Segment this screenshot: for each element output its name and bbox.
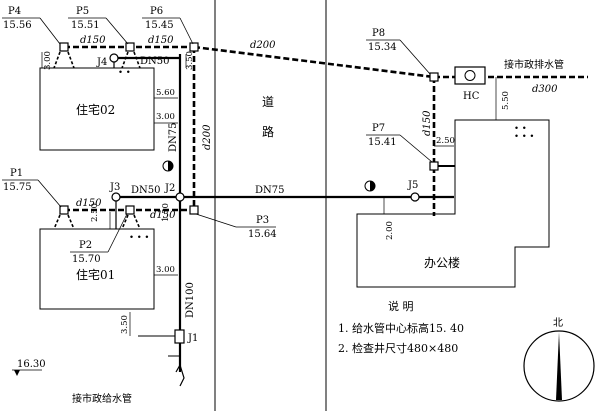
building-office-label: 办公楼 bbox=[424, 255, 460, 270]
hc-circle bbox=[464, 70, 476, 81]
j2-label: J2 bbox=[164, 183, 175, 194]
office-dots-2: • • • bbox=[514, 132, 534, 142]
p2-name: P2 bbox=[79, 240, 92, 251]
p6-name: P6 bbox=[150, 6, 163, 17]
dim-3-00-b: 3.00 bbox=[156, 112, 175, 122]
pipe-d150-p1p2: d150 bbox=[76, 198, 102, 209]
dim-1-50: 1.50 bbox=[161, 203, 171, 222]
road-label-2: 路 bbox=[262, 124, 274, 139]
pipe-d200-vert: d200 bbox=[202, 124, 213, 150]
pipe-d150-p4p5: d150 bbox=[80, 35, 106, 46]
water-supply-network bbox=[114, 54, 454, 372]
hydrant-icon bbox=[364, 180, 376, 192]
dim-5-50: 5.50 bbox=[501, 91, 511, 110]
hc-label: HC bbox=[463, 91, 480, 102]
pipe-dn100: DN100 bbox=[185, 282, 196, 318]
building-office bbox=[356, 119, 550, 288]
pipe-dn75-horiz: DN75 bbox=[255, 185, 285, 196]
p3-elev: 15.64 bbox=[248, 229, 277, 240]
ground-elev-triangle bbox=[14, 370, 20, 376]
dim-2-50-b: 2.50 bbox=[436, 136, 455, 146]
dim-3-50-a: 3.50 bbox=[185, 51, 195, 70]
p8-elev: 15.34 bbox=[368, 42, 397, 53]
north-label: 北 bbox=[553, 317, 563, 329]
dim-3-00-c: 3.00 bbox=[156, 265, 175, 275]
p4-name: P4 bbox=[8, 6, 21, 17]
p8-name: P8 bbox=[372, 28, 385, 39]
pipe-dn50-top: DN50 bbox=[140, 56, 170, 67]
pipe-d300: d300 bbox=[532, 84, 558, 95]
pipe-d150-p5p6: d150 bbox=[148, 35, 174, 46]
p4-elev: 15.56 bbox=[3, 20, 32, 31]
p5-name: P5 bbox=[76, 6, 89, 17]
p1-name: P1 bbox=[10, 168, 23, 179]
p3-name: P3 bbox=[256, 215, 269, 226]
p1-elev: 15.75 bbox=[3, 182, 32, 193]
ground-elevation: 16.30 bbox=[17, 359, 46, 370]
drain-house-leads bbox=[53, 51, 141, 230]
dim-2-00: 2.00 bbox=[385, 221, 395, 240]
j4-label: J4 bbox=[96, 57, 107, 68]
pipe-dn50-mid: DN50 bbox=[131, 185, 161, 196]
dimension-lines bbox=[41, 52, 497, 336]
notes-line-1: 1. 给水管中心标高15. 40 bbox=[338, 321, 464, 335]
notes-title: 说 明 bbox=[388, 299, 414, 313]
manholes bbox=[59, 42, 439, 215]
hydrant-icon bbox=[162, 160, 174, 172]
j5-label: J5 bbox=[407, 180, 418, 191]
building-res02-label: 住宅02 bbox=[76, 102, 115, 117]
pipe-d200-top: d200 bbox=[250, 40, 276, 51]
pipe-d150-p2p3: d150 bbox=[150, 210, 176, 221]
p5-elev: 15.51 bbox=[71, 20, 100, 31]
dim-5-60: 5.60 bbox=[156, 88, 175, 98]
office-dots-1: • • bbox=[514, 124, 527, 134]
p7-name: P7 bbox=[372, 123, 385, 134]
municipal-drain-label: 接市政排水管 bbox=[504, 58, 564, 71]
j1-label: J1 bbox=[187, 333, 198, 344]
p6-elev: 15.45 bbox=[145, 20, 174, 31]
point-labels bbox=[2, 17, 433, 253]
res02-dots: • • bbox=[118, 68, 131, 78]
building-residential-01 bbox=[39, 228, 155, 310]
water-meter-j1 bbox=[174, 329, 185, 344]
dim-2-50-a: 2.50 bbox=[90, 203, 100, 222]
municipal-supply-label: 接市政给水管 bbox=[72, 392, 132, 405]
res01-dots: • • • bbox=[129, 233, 149, 243]
building-residential-02 bbox=[39, 67, 155, 151]
p7-elev: 15.41 bbox=[368, 137, 397, 148]
dim-3-00-a: 3.00 bbox=[43, 51, 53, 70]
pipe-d150-vert: d150 bbox=[422, 110, 433, 136]
dim-3-50-b: 3.50 bbox=[120, 315, 130, 334]
building-res01-label: 住宅01 bbox=[76, 267, 115, 282]
j3-label: J3 bbox=[109, 182, 120, 193]
pipe-dn75-vert: DN75 bbox=[168, 123, 179, 153]
road-label-1: 道 bbox=[262, 95, 274, 109]
notes-line-2: 2. 检查井尺寸480×480 bbox=[338, 341, 458, 355]
north-arrow-icon bbox=[523, 330, 595, 402]
junction-nodes bbox=[109, 53, 420, 202]
p2-elev: 15.70 bbox=[72, 254, 101, 265]
j1-break bbox=[175, 363, 185, 387]
